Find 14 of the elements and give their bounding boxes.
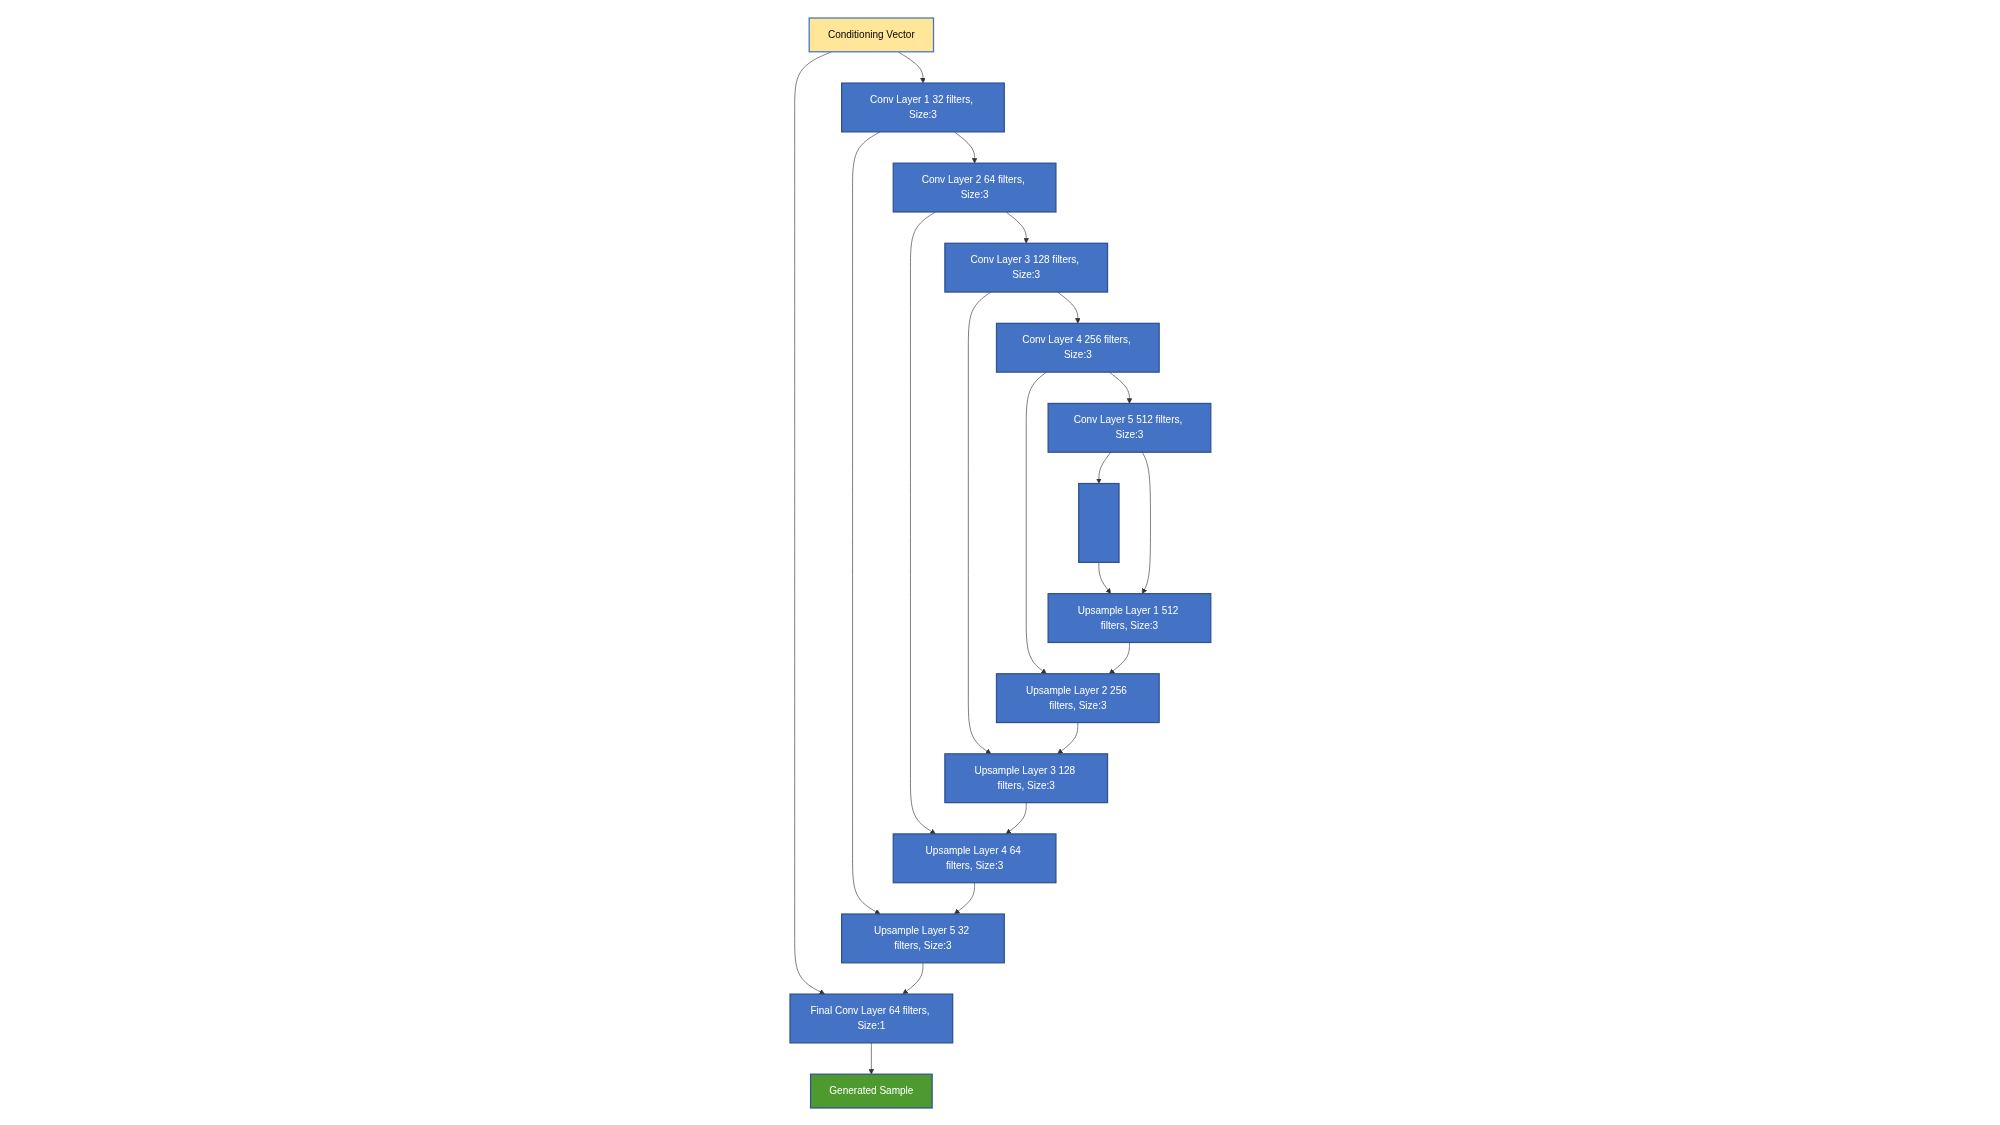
node-box: Conv Layer 1 32 filters, Size:3 xyxy=(840,81,1005,132)
node-box: Conv Layer 5 512 filters, Size:3 xyxy=(1047,402,1211,453)
node-box: Final Conv Layer 64 filters, Size:1 xyxy=(788,992,953,1044)
node-box: Upsample Layer 4 64 filters, Size:3 xyxy=(892,832,1057,883)
node-box: Upsample Layer 2 256 filters, Size:3 xyxy=(995,672,1160,723)
node-box: Generated Sample xyxy=(809,1073,933,1109)
node-box: Conv Layer 3 128 filters, Size:3 xyxy=(943,242,1108,293)
node-box: Upsample Layer 5 32 filters, Size:3 xyxy=(840,912,1005,963)
node-box: Upsample Layer 3 128 filters, Size:3 xyxy=(943,752,1108,803)
node-box: Conv Layer 4 256 filters, Size:3 xyxy=(995,322,1160,373)
node-bar xyxy=(1077,482,1120,563)
node-box: Conv Layer 2 64 filters, Size:3 xyxy=(892,162,1057,213)
node-box: Upsample Layer 1 512 filters, Size:3 xyxy=(1047,592,1211,643)
node-box: Conditioning Vector xyxy=(808,16,934,52)
